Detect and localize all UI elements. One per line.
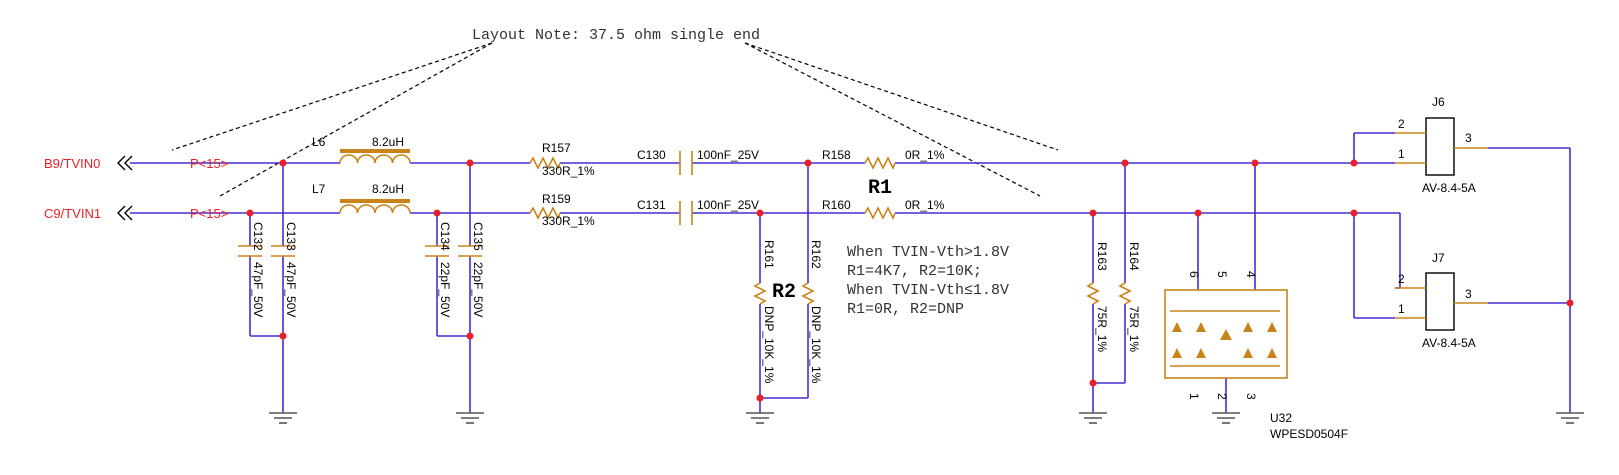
inductor-l6 — [339, 149, 411, 164]
page-ref-tvin1: P<15> — [190, 206, 228, 221]
inductor-l7-ref: L7 — [312, 182, 326, 196]
resistor-r160 — [864, 206, 896, 220]
esd-pin-4: 4 — [1244, 271, 1258, 278]
capacitor-c131-value: 100nF_25V — [697, 198, 759, 212]
note-line-4: R1=0R, R2=DNP — [847, 301, 964, 318]
connector-j6-pin1: 1 — [1398, 147, 1405, 161]
inductor-l6-value: 8.2uH — [372, 135, 404, 149]
resistor-r158 — [864, 156, 896, 170]
layout-note: Layout Note: 37.5 ohm single end — [472, 27, 760, 44]
connector-j6-part: AV-8.4-5A — [1422, 181, 1476, 195]
capacitor-c133-value: 47pF_50V — [284, 262, 298, 317]
capacitor-c132-ref: C132 — [251, 222, 265, 251]
resistor-r158-ref: R158 — [822, 148, 851, 162]
connector-j6 — [1395, 117, 1488, 176]
resistor-r157 — [529, 156, 561, 170]
connector-shield-wires — [1488, 147, 1571, 413]
connector-j6-ref: J6 — [1432, 95, 1445, 109]
resistor-r159-ref: R159 — [542, 192, 571, 206]
note-line-2: R1=4K7, R2=10K; — [847, 263, 982, 280]
capacitor-c134-ref: C134 — [438, 222, 452, 251]
capacitor-c130 — [679, 151, 693, 175]
note-line-1: When TVIN-Vth>1.8V — [847, 244, 1009, 261]
inductor-l6-ref: L6 — [312, 135, 326, 149]
note-line-3: When TVIN-Vth≤1.8V — [847, 282, 1009, 299]
resistor-r164-value: 75R_1% — [1127, 306, 1141, 352]
connector-j7-part: AV-8.4-5A — [1422, 336, 1476, 350]
esd-pin-6: 6 — [1187, 271, 1201, 278]
ground-symbols — [269, 412, 1584, 424]
connector-j6-pin3: 3 — [1465, 131, 1472, 145]
resistor-r160-ref: R160 — [822, 198, 851, 212]
esd-pin-1: 1 — [1187, 393, 1201, 400]
resistor-r163-value: 75R_1% — [1095, 306, 1109, 352]
shunt-caps-c134-c135 — [425, 163, 482, 413]
connector-j7-pin1: 1 — [1398, 302, 1405, 316]
net-tvin0-wires — [130, 132, 1395, 164]
esd-pin-5: 5 — [1215, 271, 1229, 278]
inductor-l7 — [339, 199, 411, 214]
junction-dots — [246, 159, 1574, 402]
net-label-tvin1: C9/TVIN1 — [44, 206, 101, 221]
resistor-r157-ref: R157 — [542, 141, 571, 155]
resistor-r159 — [529, 206, 561, 220]
capacitor-c130-ref: C130 — [637, 148, 666, 162]
resistor-r162-ref: R162 — [809, 240, 823, 269]
input-arrow-tvin1 — [117, 205, 133, 221]
input-arrow-tvin0 — [117, 155, 133, 171]
connector-j7 — [1395, 272, 1488, 331]
esd-array-u32 — [1164, 163, 1288, 413]
capacitor-c133-ref: C133 — [284, 222, 298, 251]
capacitor-c130-value: 100nF_25V — [697, 148, 759, 162]
resistor-r161-value: DNP_10K_1% — [762, 306, 776, 384]
resistor-r163-ref: R163 — [1095, 242, 1109, 271]
capacitor-c135-ref: C135 — [471, 222, 485, 251]
resistor-r161-ref: R161 — [762, 240, 776, 269]
layout-note-leaders — [171, 42, 1059, 197]
capacitor-c131-ref: C131 — [637, 198, 666, 212]
resistor-r158-value: 0R_1% — [905, 148, 945, 162]
inductor-l7-value: 8.2uH — [372, 182, 404, 196]
connector-j7-ref: J7 — [1432, 251, 1445, 265]
connector-j7-pin2: 2 — [1398, 272, 1405, 286]
label-r2: R2 — [772, 281, 796, 304]
net-label-tvin0: B9/TVIN0 — [44, 156, 100, 171]
resistor-r159-value: 330R_1% — [542, 214, 595, 228]
resistor-r164-ref: R164 — [1127, 242, 1141, 271]
capacitor-c132-value: 47pF_50V — [251, 262, 265, 317]
esd-part: WPESD0504F — [1270, 427, 1348, 441]
resistors-r163-r164 — [1086, 163, 1132, 413]
connector-j6-pin2: 2 — [1398, 117, 1405, 131]
capacitor-c135-value: 22pF_50V — [471, 262, 485, 317]
resistor-r162-value: DNP_10K_1% — [809, 306, 823, 384]
page-ref-tvin0: P<15> — [190, 156, 228, 171]
esd-pin-3: 3 — [1244, 393, 1258, 400]
connector-j7-pin3: 3 — [1465, 287, 1472, 301]
esd-ref: U32 — [1270, 411, 1292, 425]
threshold-note: When TVIN-Vth>1.8V R1=4K7, R2=10K; When … — [847, 244, 1009, 318]
resistor-r160-value: 0R_1% — [905, 198, 945, 212]
esd-pin-2: 2 — [1215, 393, 1229, 400]
capacitor-c131 — [679, 201, 693, 225]
capacitor-c134-value: 22pF_50V — [438, 262, 452, 317]
resistor-r157-value: 330R_1% — [542, 164, 595, 178]
label-r1: R1 — [868, 177, 892, 200]
